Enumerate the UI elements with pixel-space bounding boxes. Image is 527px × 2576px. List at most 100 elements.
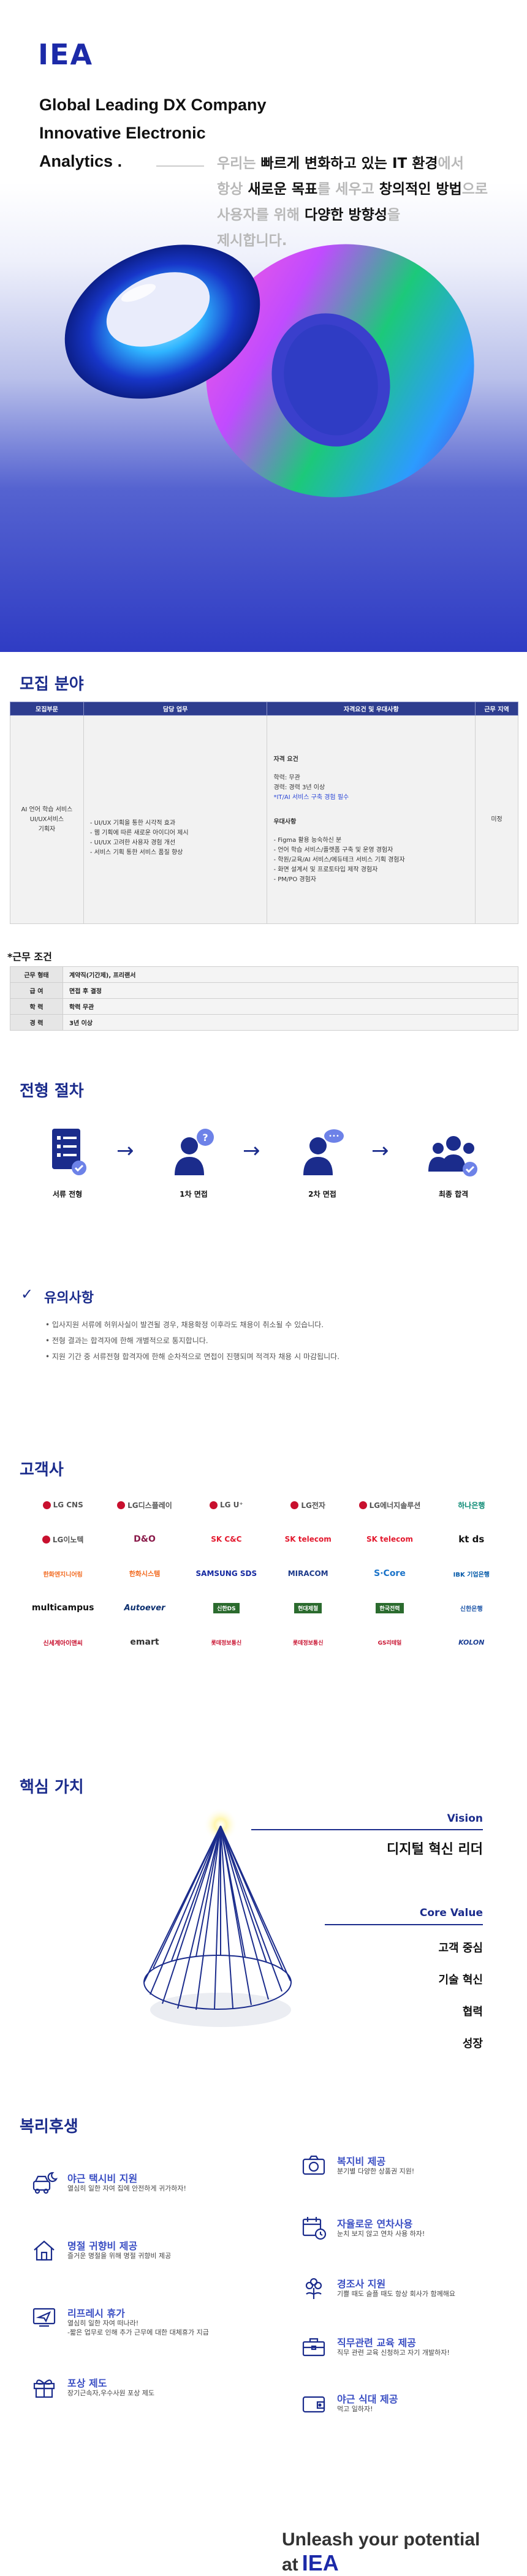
person-question-icon: ? [175,1129,214,1175]
flower-icon [305,2278,322,2299]
col-header: 근무 지역 [475,702,518,716]
col-header: 담당 업무 [83,702,268,716]
check-icon: ✓ [21,1286,34,1303]
core-value-item: 고객 중심 [438,1942,483,1955]
arrow-right-icon: → [371,1138,389,1163]
client-logo: 한화시스템 [129,1570,161,1578]
client-logo: SK telecom [284,1535,332,1544]
client-logo: 한화엔지니어링 [43,1571,83,1578]
client-logo: S·Core [374,1569,406,1578]
step-final: 최종 합격 [417,1125,490,1199]
list-item: • 입사지원 서류에 허위사실이 발견될 경우, 채용확정 이후라도 채용이 취… [45,1320,324,1329]
notes-title: 유의사항 [44,1290,94,1306]
location-cell: 미정 [475,715,518,924]
briefcase-icon [302,2338,325,2357]
client-logo: LG전자 [267,1495,349,1515]
step-label: 2차 면접 [308,1190,336,1199]
client-logo: 현대제철 [267,1598,349,1618]
welfare-item-desc: 장기근속자,우수사원 포상 제도 [67,2389,155,2397]
camera-icon [302,2155,325,2175]
welfare-item-title: 경조사 지원 [337,2278,386,2290]
welfare-item-title: 자율로운 연차사용 [337,2218,413,2230]
client-logo: KOLON [458,1638,485,1646]
process-title: 전형 절차 [20,1082,84,1100]
conditions-title: *근무 조건 [7,951,52,963]
welfare-item-desc: 즐거운 명절을 위해 명절 귀향비 제공 [67,2252,172,2260]
team-check-icon [428,1136,477,1176]
client-logo: LG디스플레이 [104,1495,185,1515]
step-interview-1: ? 1차 면접 [157,1125,230,1199]
welfare-item-title: 리프레시 휴가 [67,2308,125,2319]
vision-divider [251,1829,483,1830]
home-icon [34,2240,55,2261]
iea-logo: IEA [38,38,94,71]
welfare-item-desc: 직무 관련 교육 신청하고 자기 개발하자! [337,2349,450,2357]
core-value-label: Core Value [419,1907,483,1919]
client-logo: MIRACOM [287,1569,328,1578]
client-logo: LG CNS [22,1495,104,1515]
vision-label: Vision [447,1813,483,1825]
welfare-item-title: 야근 택시비 지원 [67,2173,138,2184]
client-logo: emart [130,1637,159,1647]
wallet-icon [302,2396,325,2413]
tagline-line-3: Analytics [39,152,113,170]
hero-section: IEA Global Leading DX Company Innovative… [0,0,527,652]
client-logo: 신세계아이앤씨 [43,1640,83,1647]
calendar-clock-icon [302,2217,327,2240]
client-logo: LG U⁺ [186,1495,267,1515]
vision-text: 디지털 혁신 리더 [387,1842,483,1857]
arrow-right-icon: → [243,1138,260,1163]
gift-icon [33,2379,55,2398]
client-logo: kt ds [458,1534,485,1545]
welfare-title: 복리후생 [20,2118,78,2136]
taxi-moon-icon [32,2172,58,2194]
step-label: 1차 면접 [180,1190,208,1199]
welfare-item-title: 직무관련 교육 제공 [337,2337,416,2349]
client-logo: IBK 기업은행 [453,1571,490,1578]
client-logo: SAMSUNG SDS [195,1569,257,1578]
client-logo: Autoever [124,1603,165,1613]
plane-screen-icon [32,2308,56,2327]
document-check-icon [52,1129,86,1175]
svg-text:?: ? [202,1132,208,1143]
welfare-item-title: 포상 제도 [67,2377,107,2389]
position-cell: AI 언어 학습 서비스 UI/UX서비스 기획자 [10,715,84,924]
hero-copy: 우리는 빠르게 변화하고 있는 IT 환경에서 항상 새로운 목표를 세우고 창… [217,156,488,249]
list-item: • 지원 기간 중 서류전형 합격자에 한해 순차적으로 면접이 진행되며 적격… [45,1352,340,1361]
welfare-item-desc: 기쁠 때도 슬플 때도 항상 회사가 함께해요 [337,2290,456,2298]
client-logo: SK telecom [366,1535,414,1544]
hero-tagline: Global Leading DX Company Innovative Ele… [39,91,267,175]
svg-text:•••: ••• [328,1133,339,1140]
core-value-item: 기술 혁신 [438,1974,483,1987]
client-logo: 하나은행 [458,1501,485,1510]
person-chat-icon: ••• [303,1129,344,1175]
core-value-item: 성장 [462,2037,483,2050]
list-item: • 전형 결과는 합격자에 한해 개별적으로 통지합니다. [45,1336,208,1345]
client-logo: 롯데정보통신 [211,1640,242,1646]
client-logo: 신한DS [186,1598,267,1618]
welfare-item-desc: 열심히 일한 자여 집에 안전하게 귀가하자! [67,2184,186,2192]
welfare-item-desc: 눈치 보지 않고 연차 사용 하자! [337,2230,425,2238]
core-value-item: 협력 [462,2006,483,2018]
welfare-item-desc: 분기별 다양한 상품권 지원! [337,2167,415,2175]
step-document: 서류 전형 [31,1125,104,1199]
recruit-table: 모집부문 담당 업무 자격요건 및 우대사항 근무 지역 AI 언어 학습 서비… [10,702,518,924]
client-logo: 한국전력 [349,1598,430,1618]
core-title: 핵심 가치 [20,1778,84,1797]
duties-cell: - UI/UX 기획을 통한 시각적 효과 - 웹 기획에 따른 새로운 아이디… [83,715,268,924]
light-cone-graphic [143,1808,292,2027]
step-label: 서류 전형 [52,1190,83,1199]
tagline-line-2: Innovative Electronic [39,124,206,142]
client-logo-grid: LG CNS LG디스플레이 LG U⁺ LG전자 LG에너지솔루션 하나은행 … [22,1495,512,1652]
step-label: 최종 합격 [438,1190,469,1199]
requirements-cell: 자격 요건 학력: 무관 경력: 경력 3년 이상 *IT/AI 서비스 구축 … [267,715,476,924]
col-header: 자격요건 및 우대사항 [267,702,476,716]
tagline-line-1: Global Leading DX Company [39,96,267,114]
arrow-right-icon: → [116,1138,134,1163]
core-values-list: 고객 중심 기술 혁신 협력 성장 [438,1933,483,2060]
welfare-item-title: 복지비 제공 [337,2156,386,2167]
